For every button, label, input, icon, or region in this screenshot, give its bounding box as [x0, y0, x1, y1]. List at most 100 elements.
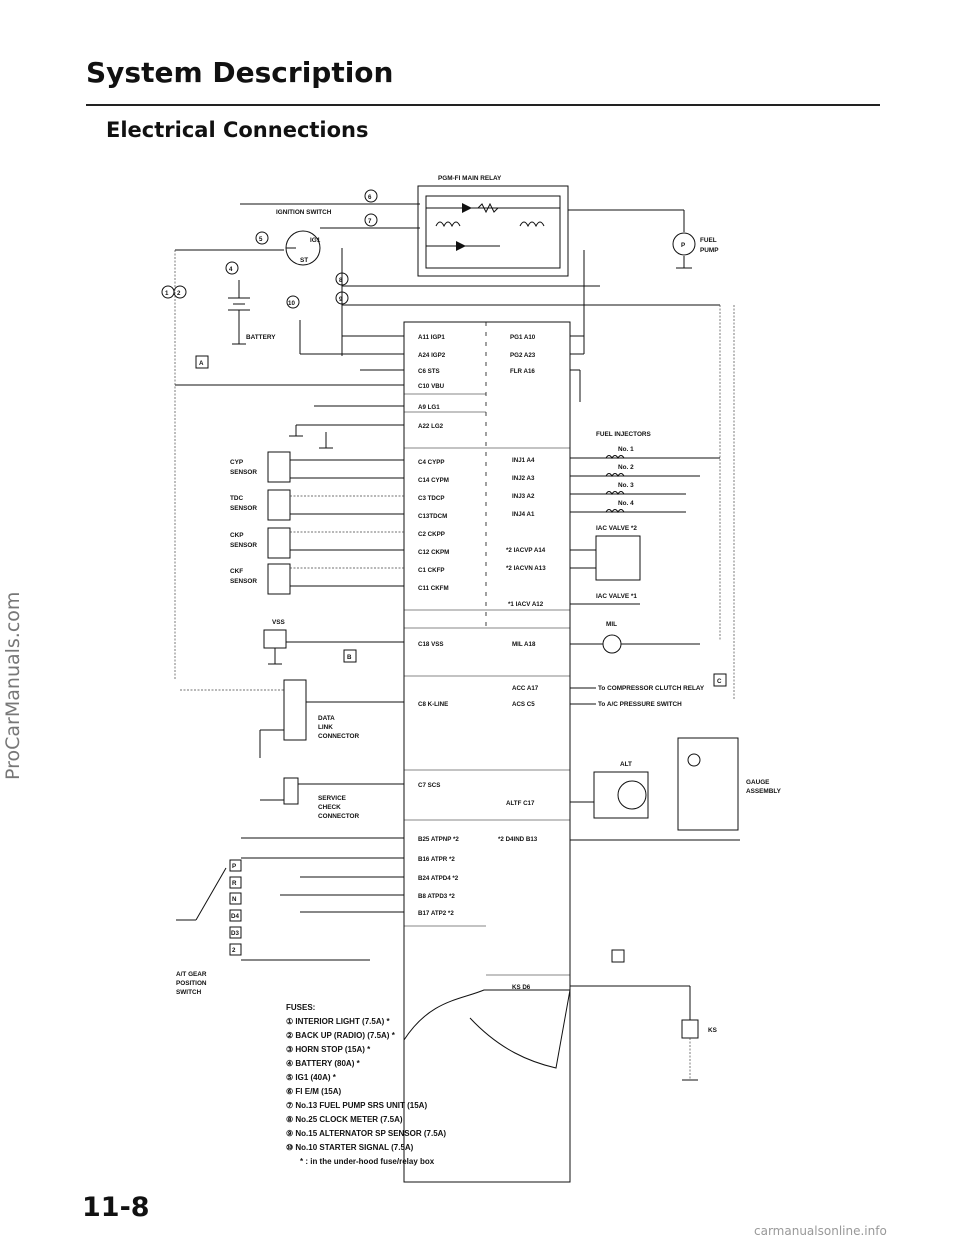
pin-c11: C11 CKFM — [418, 585, 449, 592]
pin-c12: C12 CKPM — [418, 549, 449, 556]
relay-inner — [425, 195, 561, 269]
fuse-item-1: ① INTERIOR LIGHT (7.5A) * — [286, 1017, 391, 1026]
fuse-legend: FUSES: ① INTERIOR LIGHT (7.5A) * ② BACK … — [286, 1003, 446, 1166]
svg-text:6: 6 — [368, 194, 372, 201]
pin-c4: C4 CYPP — [418, 459, 444, 466]
logic-ground-wiring — [289, 405, 404, 449]
bottom-watermark[interactable]: carmanualsonline.info — [754, 1224, 887, 1238]
scs-label-1: SERVICE — [318, 795, 347, 802]
pin-c13: C13TDCM — [418, 513, 447, 520]
ground-c-label: C — [717, 678, 722, 685]
pin-b13: *2 D4IND B13 — [498, 836, 538, 843]
ecm-right-pins: PG1 A10 PG2 A23 FLR A16 INJ1 A4 INJ2 A3 … — [498, 334, 546, 991]
dlc-label-1: DATA — [318, 715, 335, 722]
svg-text:P: P — [681, 242, 685, 249]
cyp-sensor-box — [267, 451, 291, 483]
pin-c8: C8 K-LINE — [418, 701, 448, 708]
svg-text:No. 4: No. 4 — [618, 500, 634, 507]
st-label: ST — [300, 257, 308, 264]
injectors: No. 1 No. 2 No. 3 No. 4 — [570, 446, 720, 513]
fuse-item-8: ⑧ No.25 CLOCK METER (7.5A) — [286, 1115, 403, 1124]
pin-a12: *1 IACV A12 — [508, 601, 544, 608]
sensor-cyp-name: CYP — [230, 459, 244, 466]
tdc-sensor-box — [267, 489, 291, 521]
svg-text:POSITION: POSITION — [176, 980, 207, 987]
fuse-10-marker — [286, 295, 300, 309]
fuse-item-3: ③ HORN STOP (15A) * — [286, 1045, 371, 1054]
svg-text:8: 8 — [339, 277, 343, 284]
fuse-5-marker — [255, 231, 269, 245]
pin-a3: INJ2 A3 — [512, 475, 535, 482]
pin-a22: A22 LG2 — [418, 423, 444, 430]
ks-label: KS — [708, 1027, 718, 1034]
pin-d6: KS D6 — [512, 984, 531, 991]
svg-text:7: 7 — [368, 218, 372, 225]
pin-c2: C2 CKPP — [418, 531, 445, 538]
fuse-6-marker — [364, 189, 378, 203]
svg-text:D4: D4 — [231, 913, 239, 920]
page-title: System Description — [86, 56, 394, 89]
alternator-box — [593, 771, 649, 819]
gauge-assembly-box — [677, 737, 739, 831]
mil-lamp-symbol — [602, 634, 622, 654]
pin-a16: FLR A16 — [510, 368, 535, 375]
page-number: 11-8 — [82, 1192, 150, 1223]
pin-c7: C7 SCS — [418, 782, 440, 789]
pin-a17: ACC A17 — [512, 685, 539, 692]
fuel-injectors-label: FUEL INJECTORS — [596, 431, 652, 438]
power-wiring — [174, 203, 735, 700]
fuse-markers: 6 7 5 4 1 2 10 8 9 — [161, 189, 378, 309]
ground-a-box — [195, 355, 209, 369]
fuse-2-marker — [173, 285, 187, 299]
scs-label-2: CHECK — [318, 804, 341, 811]
fuse-7-marker — [364, 213, 378, 227]
svg-text:R: R — [232, 880, 237, 887]
battery-label: BATTERY — [246, 334, 276, 341]
fuse-item-7: ⑦ No.13 FUEL PUMP SRS UNIT (15A) — [286, 1101, 427, 1110]
vss-box — [263, 629, 287, 649]
knock-sensor-box — [681, 1019, 699, 1039]
pin-a1: INJ4 A1 — [512, 511, 535, 518]
pin-c5: ACS C5 — [512, 701, 535, 708]
relay-coil-2 — [519, 221, 545, 228]
fuel-pump-label-1: FUEL — [700, 237, 717, 244]
alternator-symbol — [617, 780, 647, 810]
svg-text:A/T GEAR: A/T GEAR — [176, 971, 207, 978]
ecm-bottom-curve — [403, 989, 571, 1069]
sensor-ckp-name: CKP — [230, 532, 244, 539]
pin-b16: B16 ATPR *2 — [418, 856, 455, 863]
svg-text:SWITCH: SWITCH — [176, 989, 202, 996]
fuse-item-9: ⑨ No.15 ALTERNATOR SP SENSOR (7.5A) — [286, 1129, 446, 1138]
crank-sensors: CYP SENSOR TDC SENSOR CKP SENSOR CKF SEN… — [230, 451, 404, 595]
ground-b-label: B — [347, 654, 352, 661]
battery-symbol — [228, 280, 250, 345]
fuse-item-2: ② BACK UP (RADIO) (7.5A) * — [286, 1031, 396, 1040]
svg-text:2: 2 — [232, 947, 236, 954]
ckf-sensor-box — [267, 563, 291, 595]
pin-c14: C14 CYPM — [418, 477, 449, 484]
sensor-cyp-sub: SENSOR — [230, 469, 257, 476]
svg-text:5: 5 — [259, 236, 263, 243]
ecm-left-pins: A11 IGP1 A24 IGP2 C6 STS C10 VBU A9 LG1 … — [418, 334, 459, 917]
fuses-title: FUSES: — [286, 1003, 315, 1012]
fuse-item-4: ④ BATTERY (80A) * — [286, 1059, 361, 1068]
ignition-switch-label: IGNITION SWITCH — [276, 209, 332, 216]
sensor-tdc-name: TDC — [230, 495, 244, 502]
svg-text:10: 10 — [288, 300, 295, 307]
ac-pressure-label: To A/C PRESSURE SWITCH — [598, 701, 682, 708]
section-title: Electrical Connections — [106, 118, 369, 142]
gauge-lamp-symbol — [687, 753, 701, 767]
svg-text:D3: D3 — [231, 930, 239, 937]
fuse-4-marker — [225, 261, 239, 275]
iac-valve-2-box — [595, 535, 641, 581]
relay-coil-1 — [435, 221, 461, 228]
pin-c18: C18 VSS — [418, 641, 443, 648]
pin-a11: A11 IGP1 — [418, 334, 445, 341]
svg-text:P: P — [232, 863, 236, 870]
relay-label: PGM-FI MAIN RELAY — [438, 175, 502, 182]
svg-text:4: 4 — [229, 266, 233, 273]
pin-a9: A9 LG1 — [418, 404, 440, 411]
pin-a24: A24 IGP2 — [418, 352, 446, 359]
fuse-note: * : in the under-hood fuse/relay box — [300, 1157, 435, 1166]
